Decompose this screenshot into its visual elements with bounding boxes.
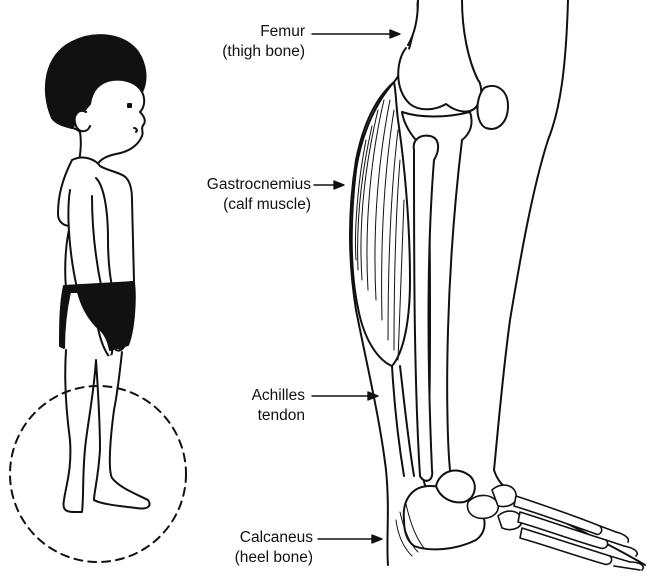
foot-bones xyxy=(467,485,643,570)
calcaneus-label: Calcaneus (heel bone) xyxy=(235,528,313,568)
gastrocnemius-muscle xyxy=(352,82,410,366)
femur-label: Femur (thigh bone) xyxy=(222,22,305,62)
achilles-name: Achilles xyxy=(252,386,305,406)
achilles-tendon xyxy=(392,366,414,476)
femur-arrowhead xyxy=(390,30,400,38)
child-shorts xyxy=(60,282,135,350)
calcaneus-desc: (heel bone) xyxy=(235,548,313,568)
patella-bone xyxy=(477,86,508,129)
child-figure xyxy=(46,35,150,512)
child-legs xyxy=(63,350,149,512)
gastrocnemius-desc: (calf muscle) xyxy=(207,195,311,215)
femur-bone xyxy=(398,0,481,112)
gastrocnemius-arrowhead xyxy=(334,181,344,189)
gastrocnemius-label: Gastrocnemius (calf muscle) xyxy=(207,175,311,215)
leg-anatomy xyxy=(350,0,645,570)
achilles-label: Achilles tendon xyxy=(252,386,305,426)
child-eye xyxy=(128,104,131,107)
calcaneus-name: Calcaneus xyxy=(235,528,313,548)
tibia-bone xyxy=(402,112,472,494)
achilles-desc: tendon xyxy=(252,406,305,426)
calcaneus-arrowhead xyxy=(372,535,382,543)
femur-desc: (thigh bone) xyxy=(222,42,305,62)
gastrocnemius-name: Gastrocnemius xyxy=(207,175,311,195)
femur-name: Femur xyxy=(222,22,305,42)
